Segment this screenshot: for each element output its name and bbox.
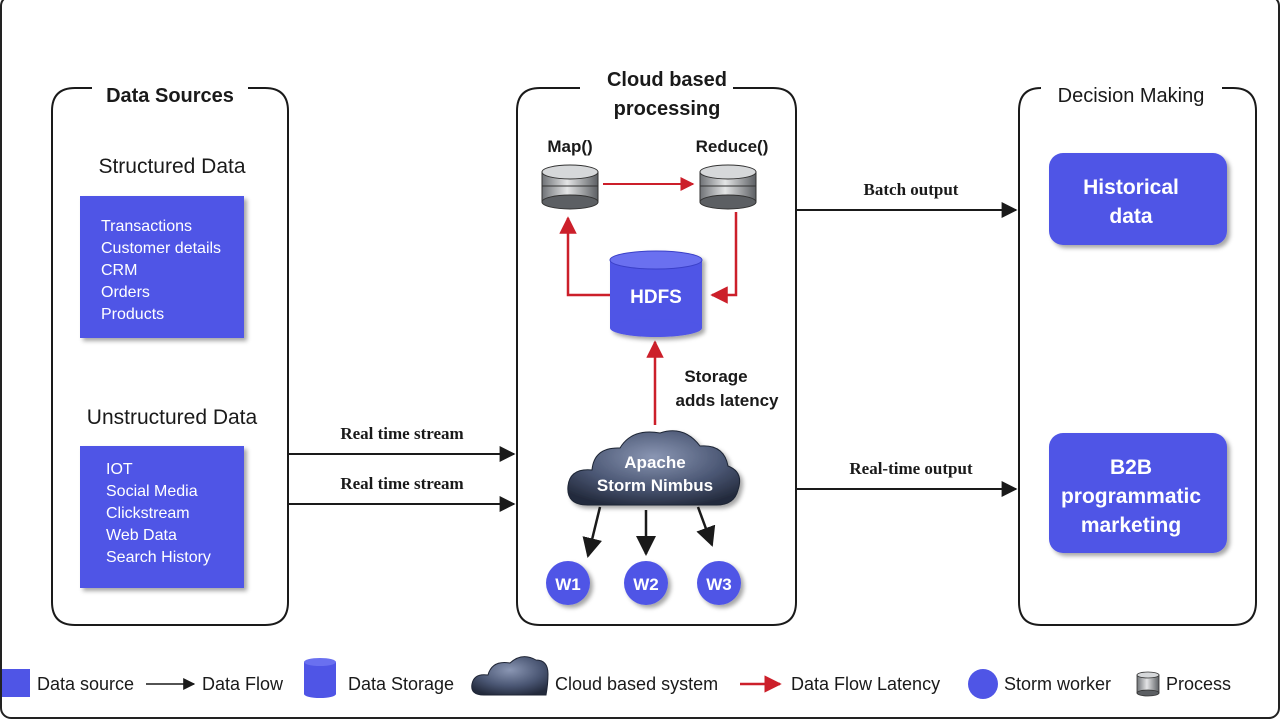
structured-item: Products (101, 306, 164, 323)
worker-label: W3 (706, 575, 732, 594)
storm-label-line2: Storm Nimbus (597, 476, 713, 495)
legend-process-icon (1136, 671, 1160, 697)
historical-label-line1: Historical (1083, 176, 1179, 199)
real-time-output-label: Real-time output (849, 459, 973, 478)
data-sources-title: Data Sources (106, 85, 234, 107)
reduce-process-icon (699, 164, 757, 210)
unstructured-item: Search History (106, 549, 211, 566)
legend-cloud-label: Cloud based system (555, 674, 718, 694)
real-time-stream-label-2: Real time stream (340, 474, 463, 493)
map-label: Map() (547, 137, 592, 156)
structured-data-box (80, 196, 244, 338)
storage-note-line1: Storage (684, 367, 747, 386)
legend-data-flow-label: Data Flow (202, 674, 284, 694)
unstructured-data-heading: Unstructured Data (87, 406, 258, 429)
cloud-processing-panel: Cloud based processing Map() Reduce() (516, 69, 797, 626)
storm-to-w1-arrow (582, 506, 602, 558)
storm-label-line1: Apache (624, 453, 685, 472)
unstructured-item: Social Media (106, 483, 198, 500)
decision-making-title: Decision Making (1058, 85, 1205, 107)
legend-data-storage-label: Data Storage (348, 674, 454, 694)
worker-label: W2 (633, 575, 659, 594)
structured-data-heading: Structured Data (98, 155, 245, 178)
storm-nimbus-cloud (567, 430, 741, 506)
b2b-label-line3: marketing (1081, 514, 1181, 537)
hdfs-to-map-arrow (559, 216, 610, 297)
storm-worker-w3 (697, 561, 741, 605)
storm-to-w3-arrow (696, 506, 716, 547)
legend-latency-label: Data Flow Latency (791, 674, 940, 694)
unstructured-data-box (80, 446, 244, 588)
processing-title-line2: processing (614, 98, 721, 120)
b2b-label-line2: programmatic (1061, 485, 1201, 508)
batch-output-label: Batch output (864, 180, 959, 199)
processing-title-line1: Cloud based (607, 69, 727, 91)
worker-label: W1 (555, 575, 581, 594)
b2b-label-line1: B2B (1110, 456, 1152, 479)
hdfs-storage (609, 250, 703, 337)
unstructured-item: Web Data (106, 527, 177, 544)
storm-worker-w2 (624, 561, 668, 605)
structured-item: Orders (101, 284, 150, 301)
structured-item: CRM (101, 262, 137, 279)
storage-note-line2: adds latency (676, 391, 780, 410)
legend-process-label: Process (1166, 674, 1231, 694)
historical-label-line2: data (1109, 205, 1153, 228)
unstructured-item: IOT (106, 461, 133, 478)
legend-data-source-swatch (2, 669, 30, 697)
legend-worker-label: Storm worker (1004, 674, 1111, 694)
legend-worker-icon (968, 669, 998, 699)
structured-item: Transactions (101, 218, 192, 235)
structured-item: Customer details (101, 240, 221, 257)
decision-making-panel: Decision Making Historical data B2B prog… (1018, 85, 1257, 626)
storm-worker-w1 (546, 561, 590, 605)
unstructured-item: Clickstream (106, 505, 190, 522)
b2b-marketing-box (1049, 433, 1227, 553)
legend: Data source Data Flow Data Storage Cloud… (2, 656, 1231, 699)
historical-data-box (1049, 153, 1227, 245)
reduce-to-hdfs-arrow (710, 212, 738, 304)
reduce-label: Reduce() (696, 137, 769, 156)
legend-data-storage-icon (304, 658, 336, 698)
legend-data-source-label: Data source (37, 674, 134, 694)
legend-cloud-icon (471, 656, 549, 696)
real-time-stream-label-1: Real time stream (340, 424, 463, 443)
hdfs-label: HDFS (630, 287, 682, 308)
data-sources-panel: Data Sources Structured Data Transaction… (51, 85, 289, 626)
map-process-icon (541, 164, 599, 210)
